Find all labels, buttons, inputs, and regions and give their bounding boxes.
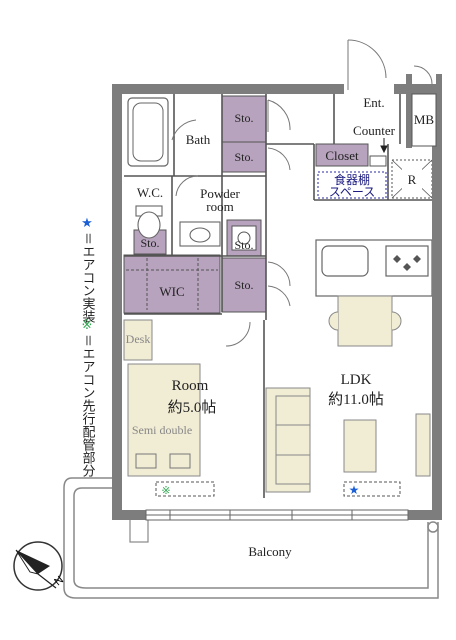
wic-hanger-lines xyxy=(126,258,218,310)
label-sto-1: Sto. xyxy=(234,111,253,125)
coffee-table xyxy=(343,419,377,473)
label-sto-5: Sto. xyxy=(140,236,159,250)
washer-drain xyxy=(237,231,251,245)
counter-arrow xyxy=(380,138,388,154)
entrance-counter xyxy=(369,155,387,167)
label-room-size: 約5.0帖 xyxy=(168,399,217,416)
label-ldk-size: 約11.0帖 xyxy=(328,391,384,408)
label-semi-double: Semi double xyxy=(132,423,192,437)
label-cupboard-1: 食器棚 xyxy=(334,172,370,187)
sofa xyxy=(265,387,311,493)
label-wic: WIC xyxy=(159,284,184,299)
pillow-right xyxy=(169,453,191,469)
compass-icon xyxy=(13,541,63,591)
label-desk: Desk xyxy=(126,332,151,346)
label-room: Room xyxy=(172,378,209,394)
label-sto-2: Sto. xyxy=(234,150,253,164)
label-counter: Counter xyxy=(353,123,396,138)
cupboard-space xyxy=(317,171,387,199)
label-powder-2: room xyxy=(206,199,233,214)
drain-circle xyxy=(427,521,439,533)
label-powder-1: Powder xyxy=(200,186,240,201)
label-balcony: Balcony xyxy=(248,544,292,559)
label-wc: W.C. xyxy=(137,185,163,200)
legend-star-text: ＝エアコン実装 xyxy=(81,232,96,323)
gas-stove xyxy=(385,245,429,277)
kitchen-sink xyxy=(321,245,369,277)
label-bath: Bath xyxy=(186,132,211,147)
aircon-box xyxy=(343,481,401,497)
desk xyxy=(123,319,153,361)
label-ldk: LDK xyxy=(341,372,372,388)
outdoor-unit xyxy=(129,517,149,543)
stove-burners xyxy=(393,255,421,271)
label-sto-4: Sto. xyxy=(234,278,253,292)
label-closet: Closet xyxy=(325,148,359,163)
label-fridge: R xyxy=(408,172,417,187)
label-cupboard-2: スペース xyxy=(329,185,376,199)
label-ent: Ent. xyxy=(363,95,384,110)
legend: ★ ＝エアコン実装 ※ ＝エアコン先行配管部分 xyxy=(81,216,96,478)
star-marker-ldk: ★ xyxy=(349,483,360,497)
dining-chair-left xyxy=(328,311,339,331)
legend-star-symbol: ★ xyxy=(81,216,96,231)
aircon-pipe-box xyxy=(155,481,215,497)
label-mb: MB xyxy=(414,112,435,127)
dining-chair-right xyxy=(391,311,402,331)
bathtub-inner xyxy=(132,102,164,162)
door-swings xyxy=(171,39,433,347)
mb-box xyxy=(411,93,437,147)
tv-board xyxy=(415,413,431,477)
balcony-area xyxy=(63,477,439,599)
legend-kome-text: ＝エアコン先行配管部分 xyxy=(81,334,96,478)
label-sto-3: Sto. xyxy=(234,238,253,252)
exterior-walls xyxy=(112,74,442,520)
washer-pan xyxy=(231,225,257,251)
washbasin xyxy=(189,227,211,243)
toilet-bowl xyxy=(137,211,161,239)
pillow-left xyxy=(135,453,157,469)
legend-kome-symbol: ※ xyxy=(81,318,96,333)
kome-marker-room: ※ xyxy=(161,485,170,497)
dining-table xyxy=(337,295,393,347)
